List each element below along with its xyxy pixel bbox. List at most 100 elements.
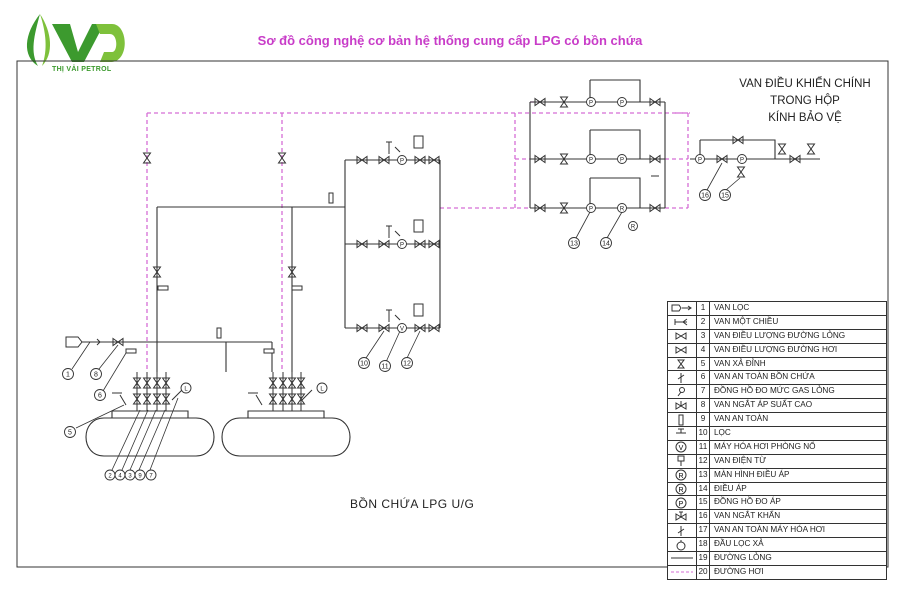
inline-valves — [65, 96, 815, 354]
legend-label: VAN AN TOÀN MÁY HÓA HƠI — [714, 525, 826, 535]
legend-row: 9 VAN AN TOÀN — [668, 413, 886, 428]
check-valve-icon — [668, 315, 697, 329]
legend-row: 3 VAN ĐIỀU LƯỢNG ĐƯỜNG LỎNG — [668, 329, 886, 344]
legend-row: 4 VAN ĐIỀU LƯỢNG ĐƯỜNG HƠI — [668, 343, 886, 358]
storage-tanks — [85, 410, 351, 457]
brand-name: THỊ VẢI PETROL — [52, 66, 112, 73]
legend-row: R 14 ĐIỀU ÁP — [668, 482, 886, 497]
legend-label: MÁY HÓA HƠI PHÒNG NỔ — [714, 441, 816, 451]
legend-number: 16 — [697, 510, 710, 524]
filter-valve-icon — [668, 302, 697, 315]
shutoff-valve-icon — [668, 399, 697, 413]
gate-valve-icon — [668, 343, 697, 357]
legend-row: 6 VAN AN TOÀN BỒN CHỨA — [668, 371, 886, 386]
legend-label: ĐƯỜNG LỎNG — [714, 553, 772, 563]
legend-number: 4 — [697, 343, 710, 357]
legend-label: VAN AN TOÀN — [714, 414, 769, 424]
regulator-icon: R — [668, 482, 697, 496]
legend-number: 20 — [697, 565, 710, 579]
control-note-line-2: TRONG HỘP — [770, 95, 840, 107]
strainer-icon — [668, 427, 697, 440]
legend-row: 7 ĐỒNG HỒ ĐO MỨC GAS LỎNG — [668, 385, 886, 400]
callout-leaders — [71, 162, 741, 471]
legend-label: ĐỒNG HỒ ĐO ÁP — [714, 497, 781, 507]
control-valve-note: VAN ĐIỀU KHIỂN CHÍNH TRONG HỘP KÍNH BẢO … — [720, 76, 890, 127]
vaporizer-units — [386, 135, 424, 322]
legend-row: 18 ĐẦU LỌC XẢ — [668, 538, 886, 553]
liquid-line-icon — [668, 552, 697, 565]
drain-filter-icon — [668, 538, 697, 552]
solenoid-valve-icon — [668, 454, 697, 468]
legend-number: 10 — [697, 427, 710, 440]
control-note-line-3: KÍNH BẢO VỆ — [768, 112, 842, 124]
legend-number: 19 — [697, 552, 710, 565]
safety-valve-icon — [668, 413, 697, 427]
vaporizer-icon: V — [668, 440, 697, 454]
legend-row: V 11 MÁY HÓA HƠI PHÒNG NỔ — [668, 440, 886, 455]
level-gauge-icon — [668, 385, 697, 399]
legend-label: VAN ĐIỆN TỪ — [714, 455, 767, 465]
legend-number: 14 — [697, 482, 710, 496]
legend-label: VAN NGẮT KHẨN — [714, 511, 781, 521]
tank-stack-valves — [133, 377, 305, 405]
legend-number: 17 — [697, 524, 710, 538]
legend-row: 19 ĐƯỜNG LỎNG — [668, 552, 886, 566]
legend-label: VAN LỌC — [714, 303, 750, 312]
legend-label: VAN MỘT CHIỀU — [714, 316, 779, 326]
control-note-line-1: VAN ĐIỀU KHIỂN CHÍNH — [739, 78, 871, 90]
tank-valve-stacks — [112, 372, 313, 411]
svg-text:R: R — [678, 473, 683, 480]
legend-row: 8 VAN NGẮT ÁP SUẤT CAO — [668, 399, 886, 414]
logo-icon — [26, 14, 125, 66]
legend-number: 2 — [697, 315, 710, 329]
legend-row: 20 ĐƯỜNG HƠI — [668, 565, 886, 579]
legend-row: 2 VAN MỘT CHIỀU — [668, 315, 886, 330]
legend-number: 1 — [697, 302, 710, 315]
legend-row: 1 VAN LỌC — [668, 302, 886, 316]
legend-row: 16 VAN NGẮT KHẨN — [668, 510, 886, 525]
diagram-title: Sơ đồ công nghệ cơ bản hệ thống cung cấp… — [257, 33, 643, 48]
svg-text:P: P — [679, 501, 684, 508]
legend-number: 12 — [697, 454, 710, 468]
regulator-monitor-icon: R — [668, 468, 697, 482]
tank-label: BỒN CHỨA LPG U/G — [350, 497, 475, 511]
vaporizer-relief-icon — [668, 524, 697, 538]
legend-number: 8 — [697, 399, 710, 413]
legend-label: ĐIỀU ÁP — [714, 483, 747, 493]
legend-number: 9 — [697, 413, 710, 427]
legend-number: 18 — [697, 538, 710, 552]
svg-text:V: V — [679, 445, 684, 452]
pressure-gauge-icon: P — [668, 496, 697, 510]
legend-row: 5 VAN XẢ ĐỈNH — [668, 357, 886, 372]
legend-label: VAN ĐIỀU LƯỢNG ĐƯỜNG HƠI — [714, 344, 838, 354]
relief-valve-icon — [668, 371, 697, 385]
legend-number: 7 — [697, 385, 710, 399]
legend-label: ĐỒNG HỒ ĐO MỨC GAS LỎNG — [714, 386, 835, 396]
legend-number: 6 — [697, 371, 710, 385]
svg-text:R: R — [678, 487, 683, 494]
vent-valve-icon — [668, 357, 697, 371]
emergency-valve-icon — [668, 510, 697, 524]
legend-label: VAN NGẮT ÁP SUẤT CAO — [714, 400, 813, 410]
legend-label: VAN XẢ ĐỈNH — [714, 358, 766, 368]
legend-row: 12 VAN ĐIỆN TỪ — [668, 454, 886, 469]
legend-number: 15 — [697, 496, 710, 510]
legend-row: 17 VAN AN TOÀN MÁY HÓA HƠI — [668, 524, 886, 539]
drawing-frame — [16, 60, 889, 568]
legend-row: 10 LỌC — [668, 427, 886, 441]
legend-row: P 15 ĐỒNG HỒ ĐO ÁP — [668, 496, 886, 511]
legend-label: VAN AN TOÀN BỒN CHỨA — [714, 372, 815, 382]
gate-valve-icon — [668, 329, 697, 343]
legend-label: VAN ĐIỀU LƯỢNG ĐƯỜNG LỎNG — [714, 330, 846, 340]
legend-number: 13 — [697, 468, 710, 482]
legend-number: 3 — [697, 329, 710, 343]
vapor-line-icon — [668, 565, 697, 579]
legend-number: 11 — [697, 440, 710, 454]
legend-number: 5 — [697, 357, 710, 371]
legend-label: LỌC — [714, 428, 731, 438]
legend-label: ĐẦU LỌC XẢ — [714, 539, 764, 549]
legend-label: ĐƯỜNG HƠI — [714, 566, 764, 576]
